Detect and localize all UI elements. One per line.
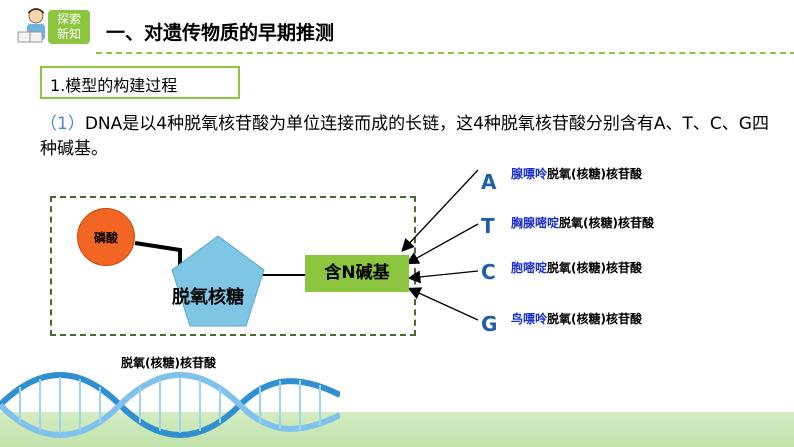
base-name-C: 胞嘧啶脱氧(核糖)核苷酸 xyxy=(511,259,642,276)
section-title: 一、对遗传物质的早期推测 xyxy=(106,22,335,44)
base-letter-C: C xyxy=(481,260,496,284)
base-letter-A: A xyxy=(481,170,497,194)
explore-badge: 探索 新知 xyxy=(48,10,90,44)
paragraph-text: DNA是以4种脱氧核苷酸为单位连接而成的长链，这4种脱氧核苷酸分别含有A、T、C… xyxy=(40,114,769,159)
base-letter-T: T xyxy=(481,214,495,238)
header-divider xyxy=(96,52,794,54)
nitrogen-base-box: 含N碱基 xyxy=(305,255,409,292)
description-paragraph: （1）DNA是以4种脱氧核苷酸为单位连接而成的长链，这4种脱氧核苷酸分别含有A、… xyxy=(40,112,780,162)
paragraph-number: （1） xyxy=(40,114,85,134)
arrow-C xyxy=(407,270,479,284)
base-highlight-C: 胞嘧啶 xyxy=(511,261,548,275)
dna-helix-decoration xyxy=(0,372,340,438)
base-name-T: 胸腺嘧啶脱氧(核糖)核苷酸 xyxy=(511,214,654,231)
sugar-label: 脱氧核糖 xyxy=(172,287,244,308)
nucleotide-caption: 脱氧(核糖)核苷酸 xyxy=(121,356,216,370)
deoxyribose-pentagon xyxy=(171,235,265,327)
base-name-A: 腺嘌呤脱氧(核糖)核苷酸 xyxy=(511,165,642,182)
student-reading-icon xyxy=(17,8,45,43)
nucleotide-frame xyxy=(50,196,416,336)
phosphate-circle: 磷酸 xyxy=(77,208,135,266)
subheading-text: 1.模型的构建过程 xyxy=(50,76,178,95)
base-highlight-A: 腺嘌呤 xyxy=(511,167,548,181)
base-label: 含N碱基 xyxy=(324,263,390,283)
badge-line-1: 探索 xyxy=(56,12,81,26)
base-rest-G: 脱氧(核糖)核苷酸 xyxy=(547,312,642,326)
base-rest-C: 脱氧(核糖)核苷酸 xyxy=(547,261,642,275)
base-rest-A: 脱氧(核糖)核苷酸 xyxy=(547,167,642,181)
subheading-box: 1.模型的构建过程 xyxy=(40,66,240,99)
header-badge xyxy=(14,6,94,48)
badge-line-2: 新知 xyxy=(56,27,81,41)
base-rest-T: 脱氧(核糖)核苷酸 xyxy=(559,216,654,230)
base-name-G: 鸟嘌呤脱氧(核糖)核苷酸 xyxy=(511,310,642,327)
phosphate-label: 磷酸 xyxy=(93,231,118,245)
base-highlight-T: 胸腺嘧啶 xyxy=(511,216,560,230)
arrow-A xyxy=(401,169,479,252)
base-highlight-G: 鸟嘌呤 xyxy=(511,312,548,326)
arrow-T xyxy=(405,223,479,265)
base-letter-G: G xyxy=(481,312,498,336)
arrow-G xyxy=(407,287,479,321)
